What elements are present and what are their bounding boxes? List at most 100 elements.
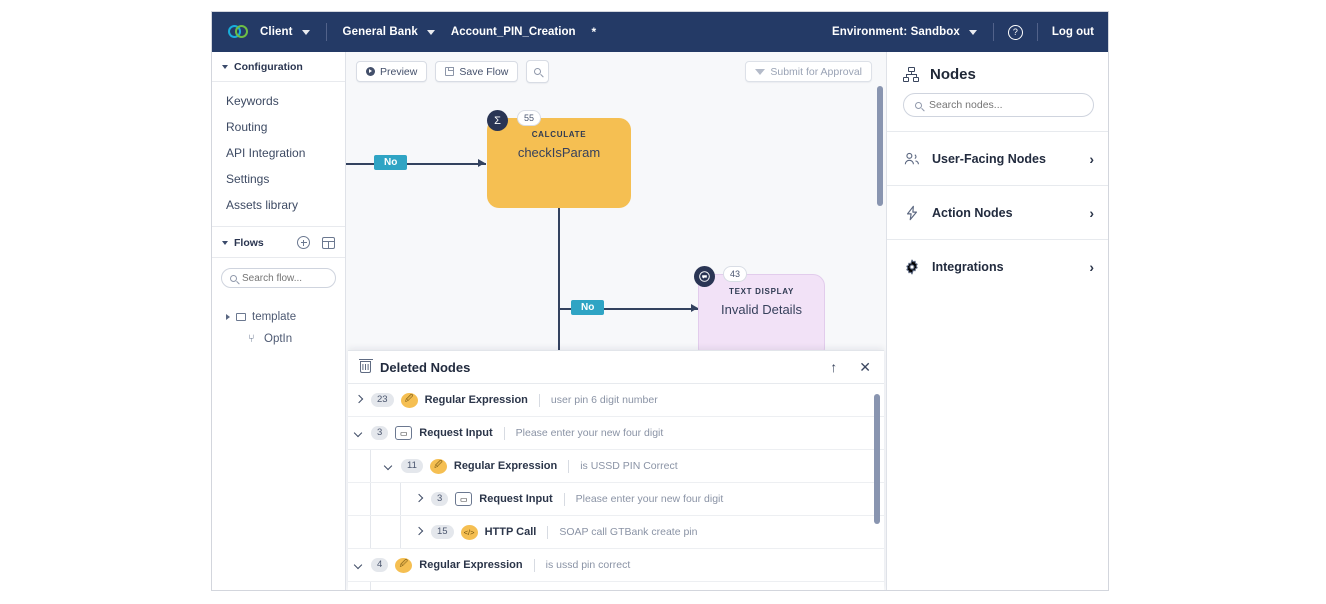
deleted-node-row[interactable]: 3 ▭ Request Input Please enter your new … (348, 483, 884, 516)
chevron-down-icon (968, 29, 977, 35)
flow-search-container (212, 258, 345, 294)
folder-icon (236, 313, 246, 321)
layout-toggle-icon[interactable] (322, 236, 335, 249)
flow-node-calculate[interactable]: CALCULATE checkIsParam (487, 118, 631, 208)
flow-canvas[interactable]: Preview Save Flow Submit for Approval N (346, 52, 886, 590)
deleted-nodes-panel: Deleted Nodes ↑ ✕ 23 🖉 Regular Expressio… (348, 350, 884, 590)
deleted-node-row[interactable]: 11 🖉 Regular Expression is USSD PIN Corr… (348, 450, 884, 483)
expand-toggle-icon[interactable] (354, 395, 364, 405)
tree-item-template-label: template (252, 311, 297, 323)
deleted-node-name: Request Input (419, 427, 493, 439)
http-call-icon: </> (460, 524, 478, 540)
sidebar-item-assets-library[interactable]: Assets library (226, 198, 299, 212)
collapse-toggle-icon[interactable] (354, 560, 364, 570)
application-window: Client General Bank Account_PIN_Creation… (211, 11, 1109, 591)
client-selector-label: Client (260, 26, 293, 38)
node-category-label: Action Nodes (932, 205, 1013, 220)
flow-node-calculate-kind: CALCULATE (531, 130, 587, 139)
deleted-node-count: 3 (431, 492, 449, 506)
expand-toggle-icon[interactable] (414, 494, 424, 504)
deleted-node-row[interactable]: 15 </> HTTP Call SOAP call GTBank create… (348, 516, 884, 549)
flow-name-label: Account_PIN_Creation (450, 26, 576, 38)
preview-button[interactable]: Preview (356, 61, 428, 82)
edge-line (558, 208, 560, 360)
logout-button[interactable]: Log out (1051, 26, 1094, 38)
expand-toggle-icon[interactable] (414, 527, 424, 537)
edge-label-no: No (374, 155, 408, 170)
infobip-logo (228, 24, 250, 40)
chevron-down-icon (301, 29, 310, 35)
deleted-node-description: Please enter your new four digit (515, 427, 664, 439)
client-selector[interactable]: Client (258, 22, 312, 42)
node-category-action-nodes[interactable]: Action Nodes › (887, 185, 1108, 239)
flow-node-text-display-badge: 43 (723, 266, 748, 282)
divider (325, 23, 327, 41)
deleted-node-count: 4 (371, 558, 389, 572)
tree-item-optin[interactable]: ⑂ OptIn (212, 328, 345, 350)
save-flow-button[interactable]: Save Flow (435, 61, 519, 82)
sidebar-item-settings[interactable]: Settings (226, 172, 270, 186)
collapse-toggle-icon[interactable] (354, 428, 364, 438)
save-icon (445, 67, 455, 76)
top-navigation-bar: Client General Bank Account_PIN_Creation… (212, 12, 1108, 52)
left-sidebar: Configuration Keywords Routing API Integ… (212, 52, 346, 590)
nodes-search-input[interactable] (929, 99, 1082, 111)
environment-label: Environment: Sandbox (831, 26, 960, 38)
deleted-node-count: 11 (401, 459, 423, 473)
sidebar-section-configuration[interactable]: Configuration (212, 52, 345, 82)
account-selector[interactable]: General Bank (341, 22, 437, 42)
deleted-nodes-scrollbar[interactable] (874, 394, 880, 524)
divider (533, 558, 535, 572)
nodes-search-box[interactable] (903, 93, 1094, 117)
flow-tree: template ⑂ OptIn (212, 294, 345, 350)
divider (568, 459, 570, 473)
deleted-node-description: is USSD PIN Correct (580, 460, 678, 472)
flow-node-calculate-title: checkIsParam (517, 145, 601, 160)
add-flow-icon[interactable] (297, 236, 310, 249)
sidebar-item-api-integration[interactable]: API Integration (226, 146, 306, 160)
chevron-right-icon: › (1089, 258, 1094, 275)
canvas-vertical-scrollbar[interactable] (877, 86, 883, 206)
flow-node-text-display[interactable]: TEXT DISPLAY Invalid Details (698, 274, 825, 360)
submit-for-approval-button[interactable]: Submit for Approval (745, 61, 872, 82)
sidebar-section-flows[interactable]: Flows (212, 227, 345, 258)
deleted-nodes-header: Deleted Nodes ↑ ✕ (348, 351, 884, 384)
deleted-node-row[interactable]: 3 ▭ Request Input Please enter your new … (348, 417, 884, 450)
deleted-nodes-list: 23 🖉 Regular Expression user pin 6 digit… (348, 384, 884, 590)
save-flow-button-label: Save Flow (459, 65, 509, 78)
divider (538, 393, 540, 407)
deleted-node-name: HTTP Call (484, 526, 537, 538)
users-icon (903, 152, 921, 166)
chevron-down-icon (222, 65, 228, 69)
deleted-node-row[interactable]: 3 ▭ Request Input Please enter your new … (348, 582, 884, 590)
gear-icon (903, 259, 921, 275)
flow-node-text-display-kind: TEXT DISPLAY (728, 287, 794, 296)
flow-search-input[interactable] (242, 272, 327, 284)
deleted-node-row[interactable]: 4 🖉 Regular Expression is ussd pin corre… (348, 549, 884, 582)
edge-line (558, 308, 700, 310)
chevron-down-icon (222, 240, 228, 245)
node-category-user-facing-nodes[interactable]: User-Facing Nodes › (887, 131, 1108, 185)
collapse-toggle-icon[interactable] (384, 461, 394, 471)
close-icon[interactable]: ✕ (859, 359, 871, 375)
node-category-integrations[interactable]: Integrations › (887, 239, 1108, 293)
environment-selector[interactable]: Environment: Sandbox (830, 22, 979, 42)
preview-button-label: Preview (380, 65, 418, 78)
collapse-panel-icon[interactable]: ↑ (830, 359, 838, 375)
help-icon[interactable]: ? (1007, 24, 1023, 40)
tree-item-template[interactable]: template (212, 306, 345, 328)
deleted-node-row[interactable]: 23 🖉 Regular Expression user pin 6 digit… (348, 384, 884, 417)
sidebar-item-routing[interactable]: Routing (226, 120, 268, 134)
deleted-nodes-title: Deleted Nodes (380, 359, 471, 375)
deleted-node-description: SOAP call GTBank create pin (559, 526, 698, 538)
funnel-icon (755, 68, 766, 75)
sidebar-item-keywords[interactable]: Keywords (226, 94, 279, 108)
flow-search-box[interactable] (221, 268, 336, 288)
message-bubble-icon (694, 266, 715, 287)
divider (992, 23, 994, 41)
request-input-icon: ▭ (455, 492, 473, 506)
canvas-search-button[interactable] (526, 60, 550, 83)
nodes-tree-icon (903, 66, 920, 83)
calculate-node-icon: Σ (487, 110, 508, 131)
nodes-search-container (887, 93, 1108, 131)
